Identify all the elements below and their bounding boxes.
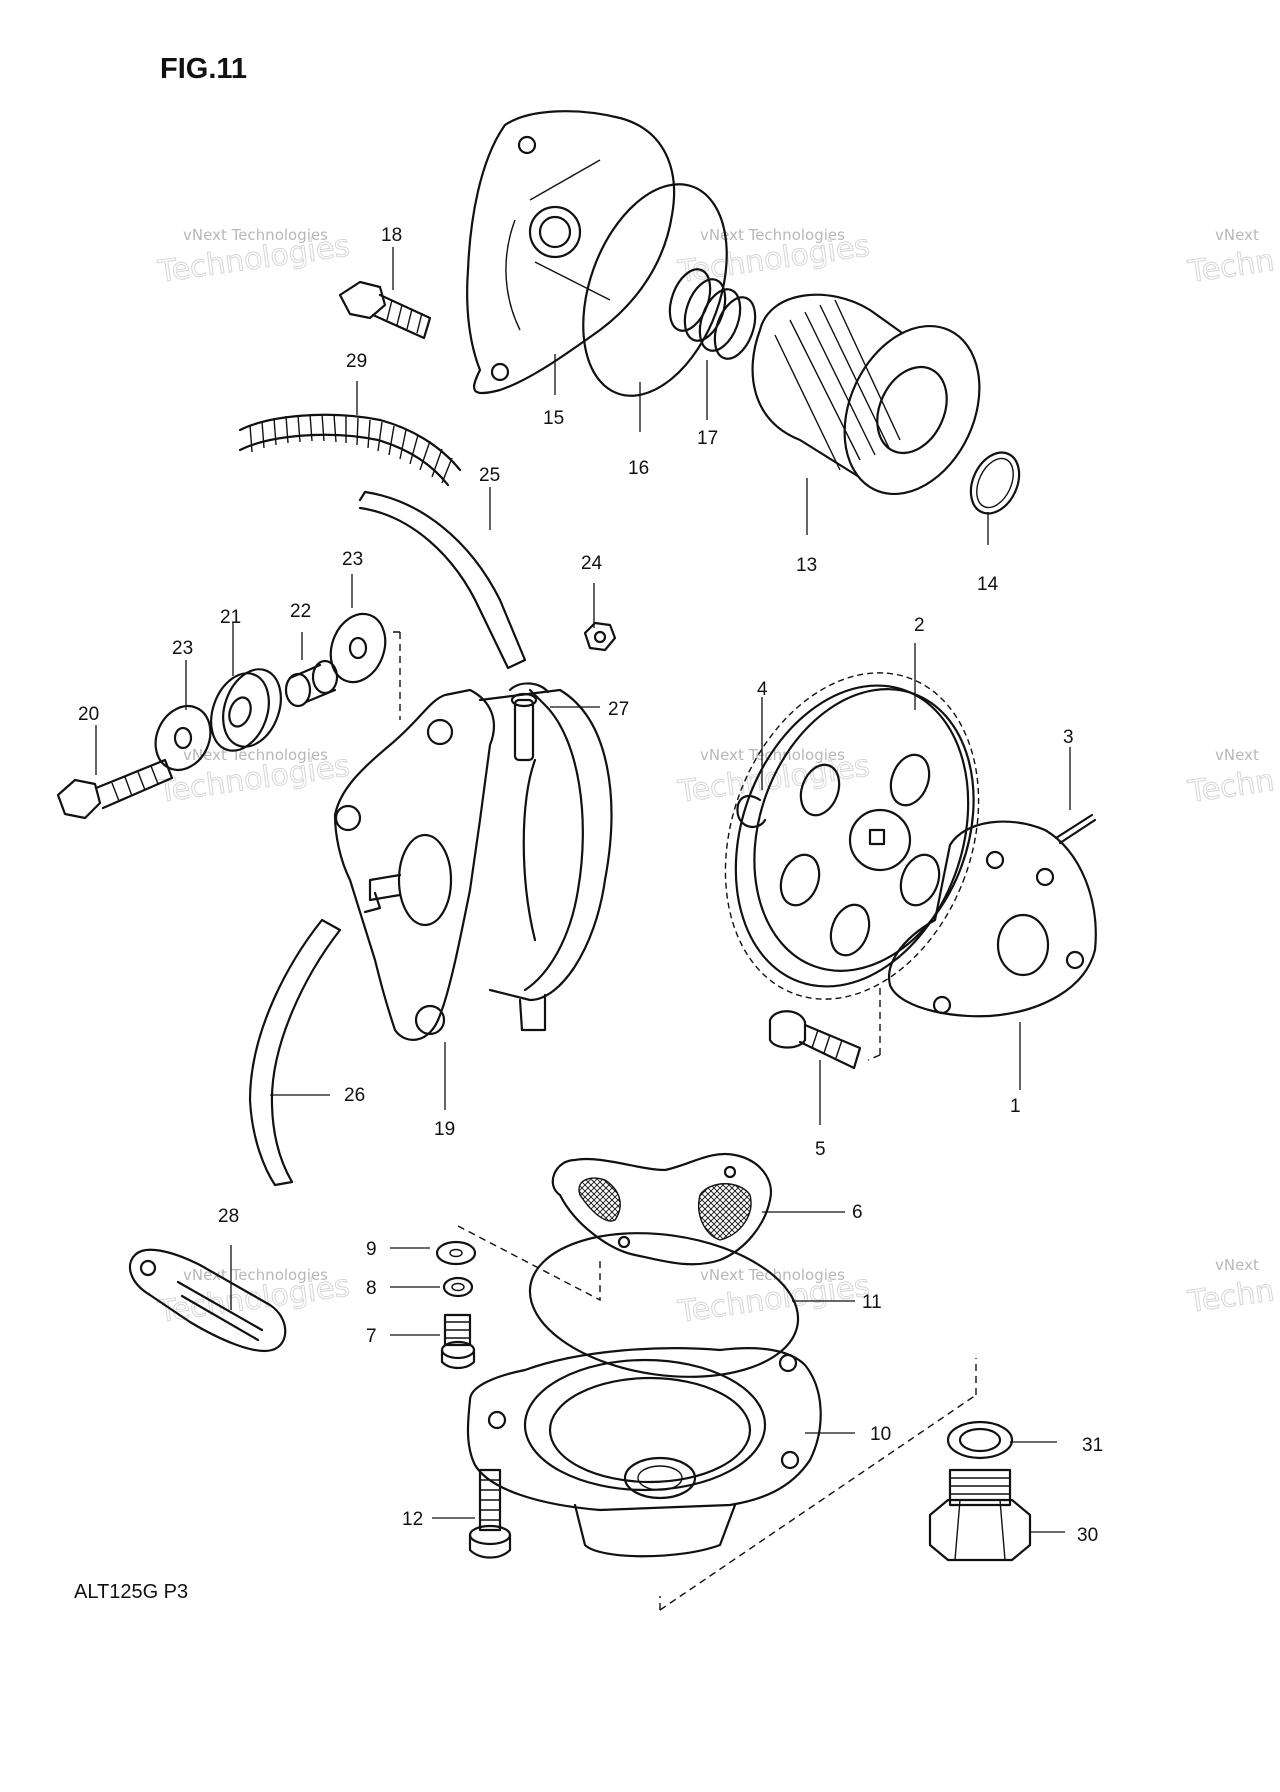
hose-26-drawing (248, 918, 342, 1187)
label-part-30: 30 (1077, 1525, 1098, 1546)
bolt-20-drawing (56, 758, 174, 820)
label-part-24: 24 (581, 553, 603, 574)
fuel-pump-drawing (333, 682, 613, 1041)
label-part-26: 26 (344, 1085, 365, 1106)
screw-7-drawing (440, 1313, 476, 1370)
svg-text:vNext: vNext (1215, 226, 1259, 244)
washer-23b-drawing (329, 612, 387, 684)
label-part-28: 28 (218, 1206, 239, 1227)
svg-text:vNext Technologies: vNext Technologies (183, 1266, 328, 1284)
label-part-17: 17 (697, 428, 718, 449)
label-part-16: 16 (628, 458, 649, 479)
label-part-8: 8 (366, 1278, 377, 1299)
lockwasher-8-drawing (442, 1276, 474, 1298)
label-part-23b: 23 (342, 549, 363, 570)
watermark-1: vNext Technologies Technologies (155, 226, 353, 291)
strainer-cap-drawing (466, 1347, 822, 1558)
label-part-19: 19 (434, 1119, 455, 1140)
svg-text:vNext Technologies: vNext Technologies (183, 746, 328, 764)
figure-title: FIG.11 (160, 53, 247, 85)
nut-24-drawing (583, 621, 617, 652)
svg-text:vNext: vNext (1215, 746, 1259, 764)
oil-filter-drawing (751, 293, 981, 496)
watermark-8: vNext Techn (1185, 746, 1277, 811)
washer-9-drawing (435, 1240, 477, 1266)
drain-plug-30-drawing (928, 1468, 1032, 1562)
pin-drawing (1054, 813, 1097, 845)
label-part-21: 21 (220, 607, 241, 628)
label-part-10: 10 (870, 1424, 891, 1445)
oring-small-drawing (969, 451, 1021, 515)
washer-23a-drawing (154, 705, 212, 771)
model-code: ALT125G P3 (74, 1581, 188, 1603)
strainer-drawing (551, 1152, 773, 1266)
clamp-28-drawing (128, 1248, 287, 1353)
label-part-25: 25 (479, 465, 500, 486)
label-part-9: 9 (366, 1239, 377, 1260)
hose-spring-drawing (238, 413, 462, 487)
collar-22-drawing (284, 659, 339, 708)
screw-5-drawing (768, 1010, 862, 1070)
label-part-3: 3 (1063, 727, 1074, 748)
damper-21-drawing (210, 668, 282, 752)
label-part-23a: 23 (172, 638, 193, 659)
watermark-9: vNext Techn (1185, 1256, 1277, 1321)
pump-gear-drawing (724, 672, 980, 1000)
oring-large-drawing (582, 183, 728, 397)
label-part-29: 29 (346, 351, 367, 372)
svg-text:Techn: Techn (1185, 243, 1276, 290)
label-part-7: 7 (366, 1326, 377, 1347)
label-part-12: 12 (402, 1509, 423, 1530)
label-part-13: 13 (796, 555, 817, 576)
oring-11-drawing (528, 1232, 800, 1378)
svg-text:vNext Technologies: vNext Technologies (700, 746, 845, 764)
spring-small-drawing (668, 268, 757, 360)
gasket-31-drawing (946, 1420, 1014, 1460)
label-part-6: 6 (852, 1202, 863, 1223)
label-part-11: 11 (862, 1292, 882, 1313)
label-part-2: 2 (914, 615, 925, 636)
label-part-14: 14 (977, 574, 999, 595)
label-part-5: 5 (815, 1139, 826, 1160)
label-part-22: 22 (290, 601, 311, 622)
svg-text:Techn: Techn (1185, 1273, 1276, 1320)
label-part-15: 15 (543, 408, 564, 429)
label-part-27: 27 (608, 699, 629, 720)
filter-cover-drawing (466, 110, 676, 395)
svg-text:vNext: vNext (1215, 1256, 1259, 1274)
label-part-20: 20 (78, 704, 99, 725)
label-part-4: 4 (757, 679, 768, 700)
oil-pump-body-drawing (888, 820, 1097, 1018)
hose-25-drawing (358, 490, 527, 670)
part-labels: 1 2 3 4 5 6 7 8 9 10 11 12 13 14 15 16 1… (78, 225, 1103, 1546)
label-part-1: 1 (1010, 1096, 1021, 1117)
svg-text:vNext Technologies: vNext Technologies (700, 226, 845, 244)
svg-text:Techn: Techn (1185, 763, 1276, 810)
leader-lines (95, 247, 1071, 1533)
label-part-18: 18 (381, 225, 402, 246)
watermark-3: vNext Technologies Technologies (155, 746, 353, 811)
label-part-31: 31 (1082, 1435, 1103, 1456)
watermark-7: vNext Techn (1185, 226, 1277, 291)
bolt-18-drawing (338, 280, 432, 340)
bolt-12-drawing (468, 1468, 512, 1559)
svg-text:vNext Technologies: vNext Technologies (183, 226, 328, 244)
